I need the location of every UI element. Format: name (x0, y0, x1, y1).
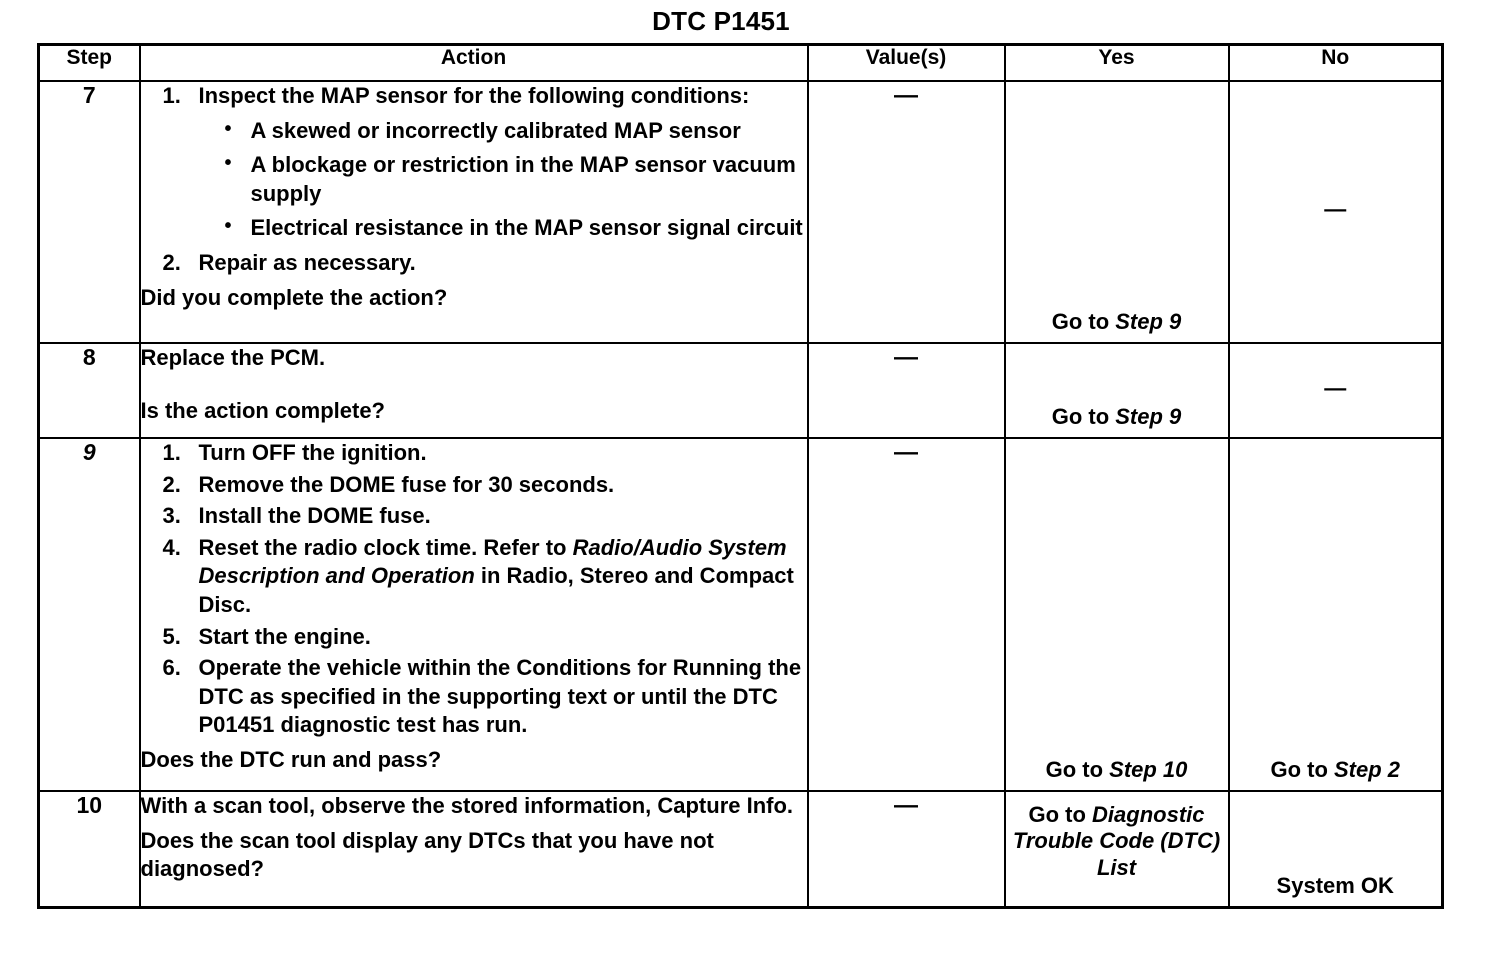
table-header: Step Action Value(s) Yes No (37, 43, 1444, 82)
column-header-no: No (1227, 43, 1444, 82)
list-item: 3. Install the DOME fuse. (141, 502, 807, 531)
step-number: 9 (37, 437, 141, 792)
list-item-text: Inspect the MAP sensor for the following… (198, 83, 750, 108)
no-dash: — (1324, 196, 1347, 222)
yes-goto-text: Go to Step 9 (1006, 404, 1228, 431)
spacer (141, 373, 807, 397)
list-item-text-post: in Radio, Stereo and Compact Disc. (198, 563, 794, 617)
list-item-number: 1. (162, 83, 181, 108)
no-cell: — (1227, 342, 1444, 439)
action-statement: With a scan tool, observe the stored inf… (140, 793, 794, 818)
goto-prefix: Go to (1051, 404, 1116, 430)
list-item: 2. Remove the DOME fuse for 30 seconds. (141, 471, 807, 500)
step-number: 10 (37, 790, 141, 908)
yes-cell: Go to Diagnostic Trouble Code (DTC) List (1003, 790, 1230, 908)
action-cell: With a scan tool, observe the stored inf… (138, 790, 809, 908)
list-item-number: 2. (162, 471, 181, 497)
list-item-text-pre: Reset the radio clock time. Refer to (198, 534, 573, 560)
value-cell: — (806, 80, 1006, 344)
list-item-text: Remove the DOME fuse for 30 seconds. (198, 471, 615, 497)
diagnostic-steps-table: Step Action Value(s) Yes No 7 1. Inspect … (37, 43, 1444, 909)
list-item: 5. Start the engine. (141, 623, 807, 652)
list-item: 1. Inspect the MAP sensor for the followi… (141, 82, 807, 243)
value-cell: — (806, 437, 1006, 792)
no-cell: — (1227, 80, 1444, 344)
action-statement: Replace the PCM. (140, 345, 326, 370)
action-cell: 1. Turn OFF the ignition. 2. Remove the DO… (138, 437, 809, 792)
column-header-yes: Yes (1003, 43, 1230, 82)
goto-target: Step 9 (1115, 309, 1182, 335)
action-question: Does the scan tool display any DTCs that… (140, 827, 714, 882)
table-row: 9 1. Turn OFF the ignition. 2. Remove the … (37, 437, 1444, 792)
yes-goto-text: Go to Diagnostic Trouble Code (DTC) List (1006, 802, 1228, 881)
list-item: 6. Operate the vehicle within the Conditi… (141, 654, 807, 740)
goto-target: Step 10 (1109, 757, 1188, 783)
yes-cell: Go to Step 9 (1003, 342, 1230, 439)
step-number: 8 (37, 342, 141, 439)
table-row: 8 Replace the PCM. Is the action complet… (37, 342, 1444, 439)
value-cell: — (806, 342, 1006, 439)
table-body: 7 1. Inspect the MAP sensor for the follo… (37, 80, 1444, 908)
goto-prefix: Go to (1028, 802, 1093, 827)
list-item-text: Start the engine. (198, 623, 371, 649)
goto-prefix: Go to (1051, 309, 1116, 335)
list-item: A skewed or incorrectly calibrated MAP s… (221, 116, 807, 146)
action-cell: Replace the PCM. Is the action complete? (138, 342, 809, 439)
yes-goto-text: Go to Step 10 (1006, 757, 1228, 784)
table-row: 7 1. Inspect the MAP sensor for the follo… (37, 80, 1444, 344)
page-title: DTC P1451 (652, 6, 790, 36)
list-item-number: 2. (162, 249, 181, 275)
table-header-row: Step Action Value(s) Yes No (37, 43, 1444, 82)
list-item-text: Turn OFF the ignition. (198, 440, 427, 465)
goto-target: Step 2 (1334, 757, 1401, 783)
action-question: Does the DTC run and pass? (140, 746, 442, 772)
action-numbered-list: 1. Turn OFF the ignition. 2. Remove the DO… (141, 439, 807, 740)
list-item: 2. Repair as necessary. (141, 249, 807, 278)
list-item-number: 4. (162, 534, 181, 560)
no-goto-text: Go to Step 2 (1230, 757, 1442, 784)
list-item-text: Repair as necessary. (198, 249, 416, 275)
list-item-text: Install the DOME fuse. (198, 503, 431, 529)
table-row: 10 With a scan tool, observe the stored … (37, 790, 1444, 908)
no-dash: — (1324, 374, 1347, 400)
list-item-text: Operate the vehicle within the Condition… (198, 655, 802, 738)
value-cell: — (806, 790, 1006, 908)
goto-target: Step 9 (1115, 404, 1182, 430)
no-cell: Go to Step 2 (1227, 437, 1444, 792)
yes-cell: Go to Step 9 (1003, 80, 1230, 344)
action-question: Is the action complete? (140, 397, 386, 423)
yes-goto-text: Go to Step 9 (1006, 309, 1228, 336)
no-result-text: System OK (1276, 872, 1394, 898)
list-item: Electrical resistance in the MAP sensor … (221, 213, 807, 243)
list-item: A blockage or restriction in the MAP sen… (221, 150, 807, 208)
column-header-value: Value(s) (806, 43, 1006, 82)
step-number: 7 (37, 80, 141, 344)
goto-prefix: Go to (1045, 757, 1110, 783)
action-numbered-list: 1. Inspect the MAP sensor for the followi… (141, 82, 807, 278)
column-header-step: Step (37, 43, 141, 82)
yes-cell: Go to Step 10 (1003, 437, 1230, 792)
action-cell: 1. Inspect the MAP sensor for the followi… (138, 80, 809, 344)
column-header-action: Action (138, 43, 809, 82)
action-question: Did you complete the action? (140, 284, 448, 310)
list-item-number: 3. (162, 503, 181, 529)
list-item-number: 6. (162, 655, 181, 681)
list-item-reference: Radio/Audio System Description and Opera… (198, 534, 787, 589)
no-cell: System OK (1227, 790, 1444, 908)
goto-target: Diagnostic Trouble Code (DTC) List (1012, 802, 1221, 880)
list-item-number: 1. (162, 440, 181, 465)
list-item: 1. Turn OFF the ignition. (141, 439, 807, 468)
action-bullet-list: A skewed or incorrectly calibrated MAP s… (199, 116, 807, 243)
list-item: 4. Reset the radio clock time. Refer to R… (141, 534, 807, 620)
list-item-number: 5. (162, 623, 181, 649)
goto-prefix: Go to (1270, 757, 1334, 783)
